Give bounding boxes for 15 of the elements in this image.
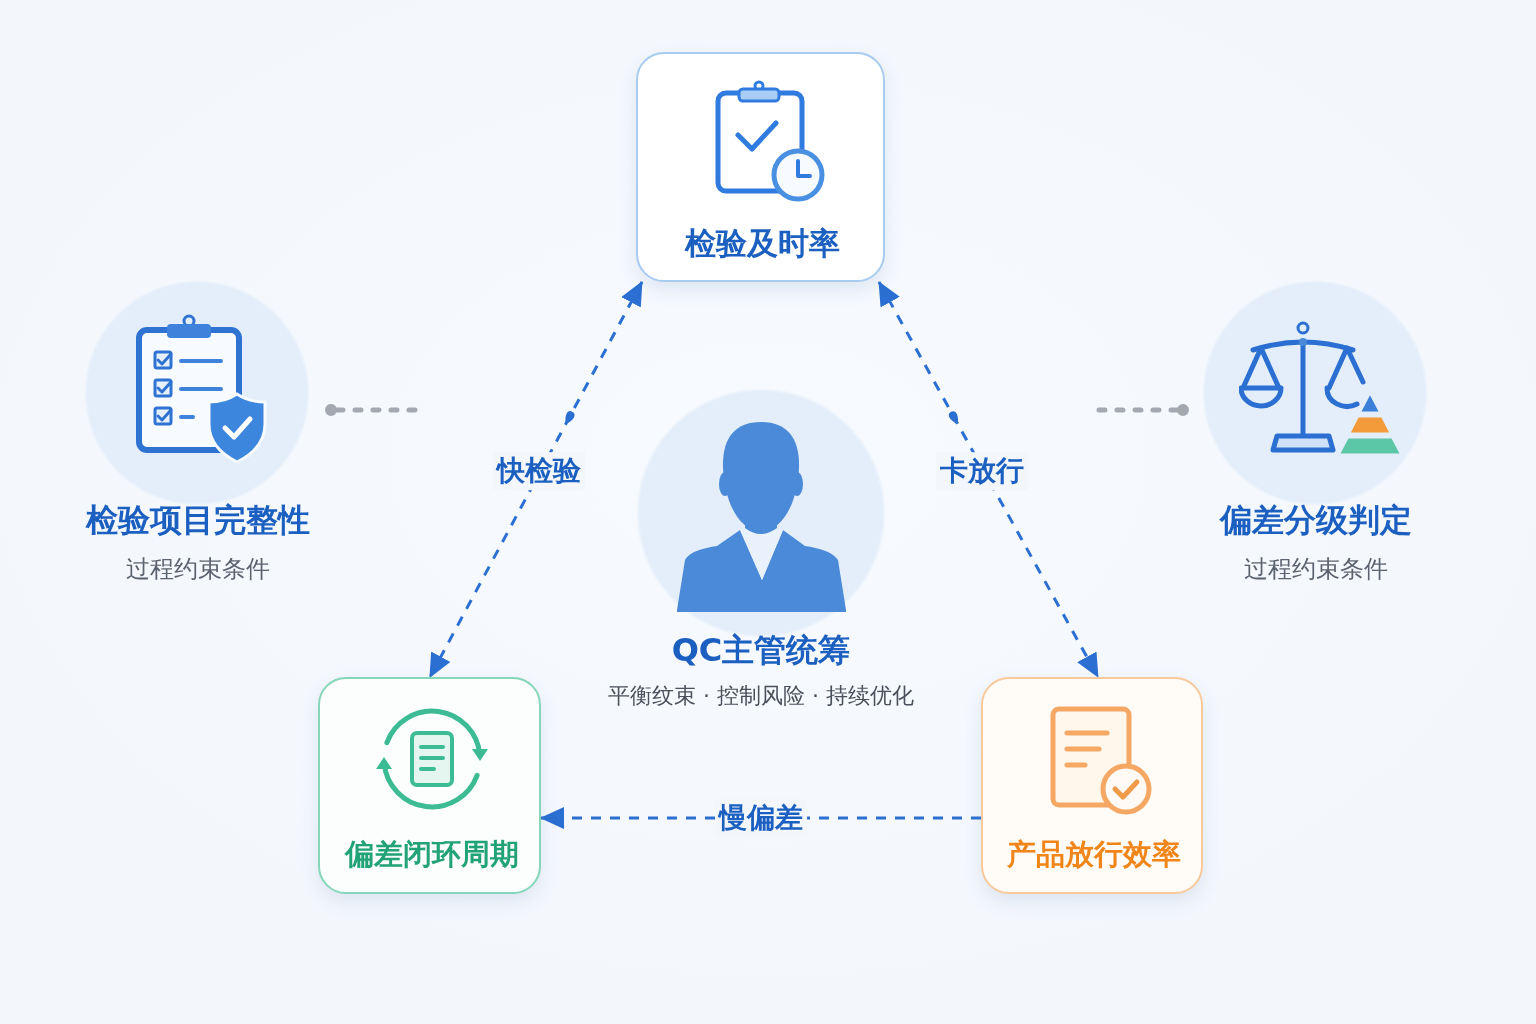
edge-label: 快检验 bbox=[493, 452, 585, 490]
metric-card bbox=[981, 677, 1203, 894]
node-title: 检验及时率 bbox=[685, 224, 840, 263]
metric-card bbox=[636, 52, 885, 282]
node-title: 偏差闭环周期 bbox=[344, 836, 519, 873]
dashed-arrow bbox=[428, 281, 644, 678]
metric-card bbox=[318, 677, 541, 894]
node-title: QC主管统筹 bbox=[671, 630, 851, 670]
node-subtitle: 过程约束条件 bbox=[1244, 554, 1388, 584]
node-subtitle: 平衡纹束 · 控制风险 · 持续优化 bbox=[608, 682, 914, 710]
node-title: 产品放行效率 bbox=[1007, 836, 1181, 873]
node-title: 偏差分级判定 bbox=[1220, 500, 1412, 540]
node-title: 检验项目完整性 bbox=[86, 500, 310, 540]
node-subtitle: 过程约束条件 bbox=[126, 554, 270, 584]
dashed-arrow bbox=[877, 281, 1100, 678]
